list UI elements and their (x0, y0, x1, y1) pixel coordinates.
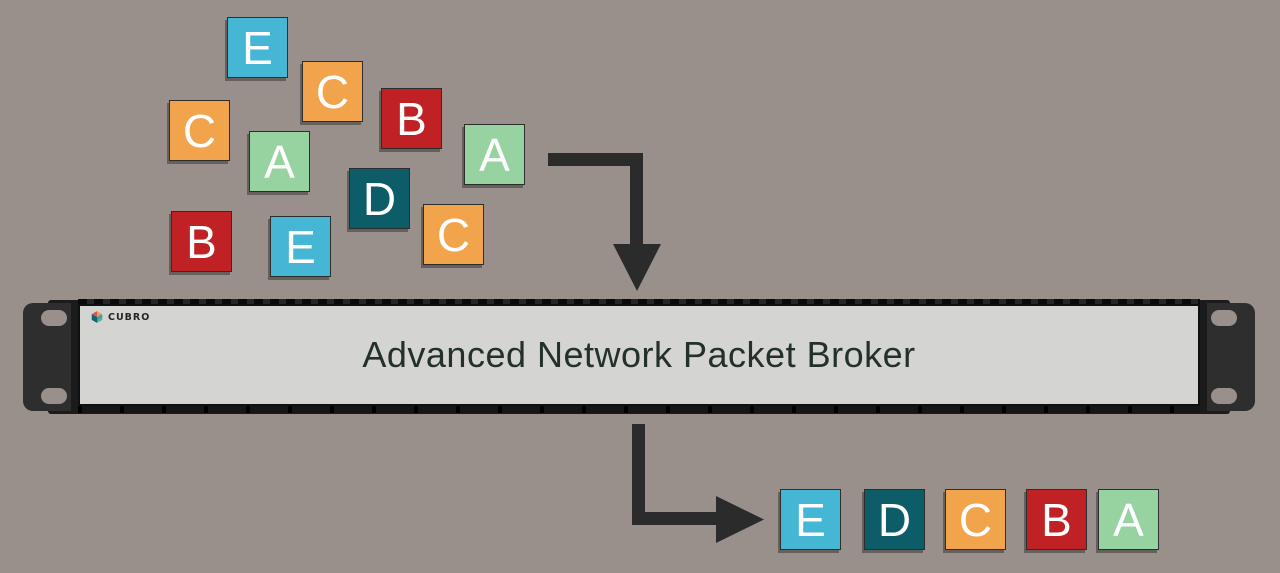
device-bottom-vents (78, 406, 1200, 413)
input-block-d-6: D (349, 168, 410, 229)
device-faceplate: CUBRO Advanced Network Packet Broker (78, 304, 1200, 406)
output-block-a-4: A (1098, 489, 1159, 550)
output-block-d-1: D (864, 489, 925, 550)
screw-hole (1211, 310, 1237, 326)
output-block-b-3: B (1026, 489, 1087, 550)
input-block-a-4: A (249, 131, 310, 192)
input-block-c-9: C (423, 204, 484, 265)
rack-ear-left (23, 303, 71, 411)
screw-hole (41, 388, 67, 404)
screw-hole (1211, 388, 1237, 404)
output-block-c-2: C (945, 489, 1006, 550)
elbow-arrow-right-icon (632, 424, 764, 543)
input-block-b-7: B (171, 211, 232, 272)
elbow-arrow-down-icon (548, 153, 661, 291)
input-block-e-0: E (227, 17, 288, 78)
input-block-b-2: B (381, 88, 442, 149)
input-block-c-3: C (169, 100, 230, 161)
brand-logo: CUBRO (90, 310, 150, 324)
brand-name: CUBRO (108, 311, 151, 323)
packet-broker-device: CUBRO Advanced Network Packet Broker (23, 299, 1255, 415)
cubro-cube-icon (91, 311, 103, 323)
rack-ear-right (1207, 303, 1255, 411)
input-block-e-8: E (270, 216, 331, 277)
input-block-a-5: A (464, 124, 525, 185)
device-top-vents (78, 299, 1200, 305)
device-title: Advanced Network Packet Broker (362, 334, 916, 375)
output-block-e-0: E (780, 489, 841, 550)
input-block-c-1: C (302, 61, 363, 122)
screw-hole (41, 310, 67, 326)
